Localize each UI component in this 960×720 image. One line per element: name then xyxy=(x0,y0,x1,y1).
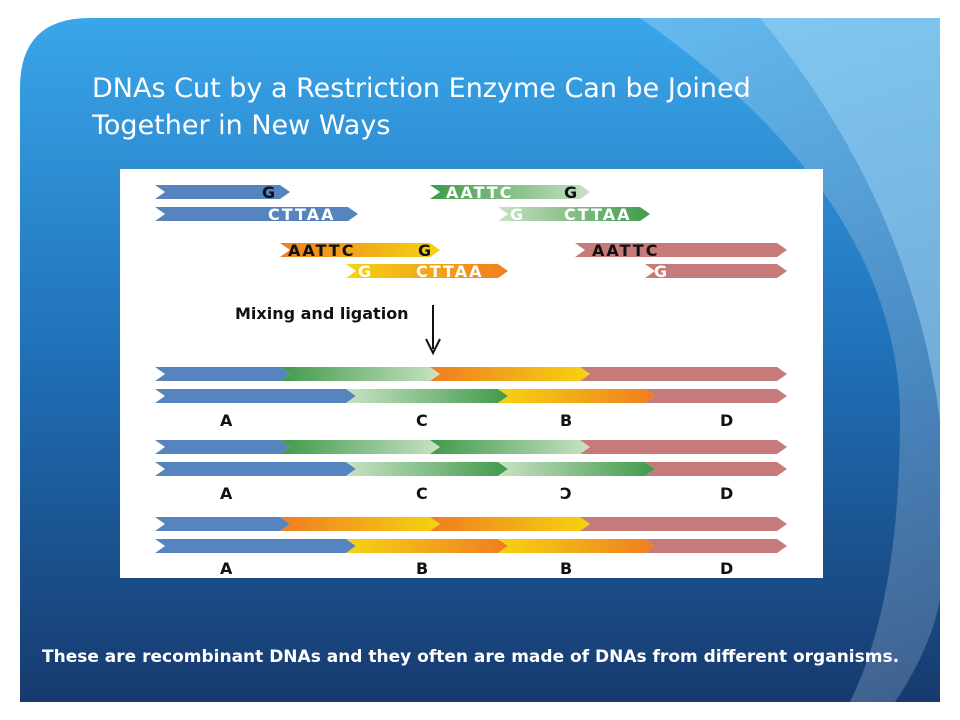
product-3-top-strand xyxy=(430,517,590,531)
fragment-b-top-text: AATTC xyxy=(288,241,355,260)
product-1-label-2: C xyxy=(416,411,428,430)
fragment-a-top-text: G xyxy=(262,183,275,202)
fragment-b-top-strand xyxy=(280,243,440,257)
slide-title: DNAs Cut by a Restriction Enzyme Can be … xyxy=(92,70,812,144)
product-1-label-1: A xyxy=(220,411,233,430)
product-3-top-strand xyxy=(280,517,440,531)
fragment-b-top-text-2: G xyxy=(418,241,431,260)
product-3-bottom-strand xyxy=(346,539,508,553)
product-1-top-strand xyxy=(430,367,590,381)
product-1-top-strand xyxy=(155,367,290,381)
product-1-bottom-strand xyxy=(498,389,655,403)
product-1: A C B D xyxy=(155,367,787,430)
product-3-label-2: B xyxy=(416,559,428,578)
fragment-b-bottom-text: G xyxy=(358,262,371,281)
fragment-c-top-text-2: G xyxy=(564,183,577,202)
product-2-bottom-strand xyxy=(155,462,356,476)
down-arrow xyxy=(425,305,441,356)
fragment-c-bottom-text-2: CTTAA xyxy=(564,205,631,224)
product-3-label-3: B xyxy=(560,559,572,578)
product-2-bottom-strand xyxy=(498,462,655,476)
product-3-top-strand xyxy=(580,517,787,531)
fragment-c-bottom-strand xyxy=(498,207,650,221)
product-3-label-4: D xyxy=(720,559,733,578)
product-3-top-strand xyxy=(155,517,290,531)
product-2-bottom-strand xyxy=(346,462,508,476)
step-label: Mixing and ligation xyxy=(235,304,409,323)
product-3-bottom-strand xyxy=(645,539,787,553)
product-2-label-3: Ɔ xyxy=(560,484,572,503)
fragment-d: AATTC G xyxy=(575,241,787,281)
fragment-a-bottom-text: CTTAA xyxy=(268,205,335,224)
product-2-bottom-strand xyxy=(645,462,787,476)
product-3-bottom-strand xyxy=(498,539,655,553)
dna-figure: G CTTAA AATTC G G CTTAA AATTC G G CTTAA xyxy=(120,169,823,578)
fragment-a: G CTTAA xyxy=(155,183,358,224)
fragment-c: AATTC G G CTTAA xyxy=(430,183,650,224)
fragment-b-bottom-strand xyxy=(346,264,508,278)
title-line-1: DNAs Cut by a Restriction Enzyme Can be … xyxy=(92,73,751,104)
fragment-c-bottom-text: G xyxy=(510,205,523,224)
product-1-bottom-strand xyxy=(346,389,508,403)
product-2-top-strand xyxy=(155,440,290,454)
product-1-label-3: B xyxy=(560,411,572,430)
fragment-b: AATTC G G CTTAA xyxy=(280,241,508,281)
product-2-top-strand xyxy=(280,440,440,454)
product-1-bottom-strand xyxy=(155,389,356,403)
title-line-2: Together in New Ways xyxy=(92,110,391,141)
product-3: A B B D xyxy=(155,517,787,578)
product-1-top-strand xyxy=(580,367,787,381)
fragment-c-top-strand xyxy=(430,185,590,199)
slide-caption: These are recombinant DNAs and they ofte… xyxy=(42,647,900,667)
product-2-top-strand xyxy=(580,440,787,454)
product-1-top-strand xyxy=(280,367,440,381)
product-3-bottom-strand xyxy=(155,539,356,553)
fragment-c-top-text: AATTC xyxy=(446,183,513,202)
product-2-label-1: A xyxy=(220,484,233,503)
product-1-label-4: D xyxy=(720,411,733,430)
dna-diagram: G CTTAA AATTC G G CTTAA AATTC G G CTTAA xyxy=(155,183,787,578)
fragment-d-top-text: AATTC xyxy=(592,241,659,260)
product-2-top-strand xyxy=(430,440,590,454)
fragment-d-top-strand xyxy=(575,243,787,257)
product-2-label-4: D xyxy=(720,484,733,503)
product-3-label-1: A xyxy=(220,559,233,578)
product-1-bottom-strand xyxy=(645,389,787,403)
fragment-a-bottom-strand xyxy=(155,207,358,221)
fragment-d-bottom-text: G xyxy=(654,262,667,281)
fragment-d-bottom-strand xyxy=(645,264,787,278)
product-2: A C Ɔ D xyxy=(155,440,787,503)
product-2-label-2: C xyxy=(416,484,428,503)
fragment-a-top-strand xyxy=(155,185,290,199)
fragment-b-bottom-text-2: CTTAA xyxy=(416,262,483,281)
